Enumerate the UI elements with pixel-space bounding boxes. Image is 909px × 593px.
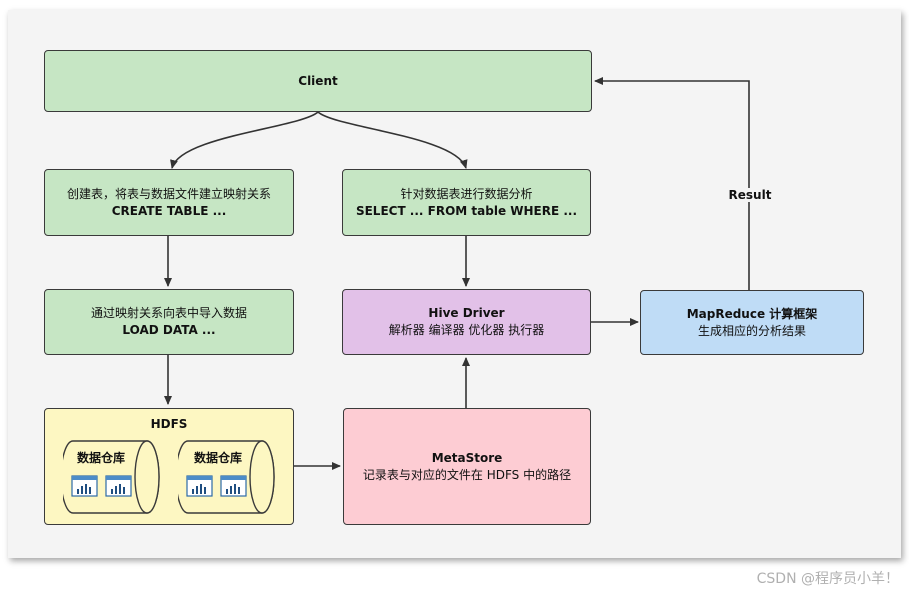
cylinder-icon	[63, 440, 160, 514]
edge-result-to-client	[594, 77, 750, 290]
hive-driver-node: Hive Driver 解析器 编译器 优化器 执行器	[342, 289, 591, 355]
load-data-sql: LOAD DATA ...	[122, 323, 216, 337]
hdfs-node: HDFS 数据仓库	[44, 408, 294, 525]
chart-document-icon	[220, 475, 247, 497]
cylinder-icon	[178, 440, 275, 514]
mapreduce-desc: 生成相应的分析结果	[697, 323, 806, 338]
client-label: Client	[298, 73, 338, 88]
metastore-node: MetaStore 记录表与对应的文件在 HDFS 中的路径	[343, 408, 591, 525]
chart-document-icon	[186, 475, 213, 497]
create-table-desc: 创建表，将表与数据文件建立映射关系	[66, 186, 271, 201]
chart-document-icon	[105, 475, 132, 497]
result-label: Result	[728, 188, 772, 202]
warehouse-label-1: 数据仓库	[77, 451, 126, 465]
hdfs-title: HDFS	[150, 417, 188, 431]
mapreduce-node: MapReduce 计算框架 生成相应的分析结果	[640, 290, 864, 355]
hive-driver-components: 解析器 编译器 优化器 执行器	[388, 323, 545, 337]
load-data-node: 通过映射关系向表中导入数据 LOAD DATA ...	[44, 289, 294, 355]
metastore-title: MetaStore	[431, 450, 503, 465]
create-table-node: 创建表，将表与数据文件建立映射关系 CREATE TABLE ...	[44, 169, 294, 236]
mapreduce-title: MapReduce 计算框架	[686, 306, 818, 321]
warehouse-label-2: 数据仓库	[194, 451, 243, 465]
chart-document-icon	[71, 475, 98, 497]
client-node: Client	[44, 50, 592, 112]
hive-driver-title: Hive Driver	[428, 306, 505, 320]
load-data-desc: 通过映射关系向表中导入数据	[90, 306, 247, 320]
select-desc: 针对数据表进行数据分析	[400, 186, 533, 201]
watermark: CSDN @程序员小羊！	[756, 571, 899, 587]
metastore-desc: 记录表与对应的文件在 HDFS 中的路径	[362, 467, 572, 482]
select-node: 针对数据表进行数据分析 SELECT ... FROM table WHERE …	[342, 169, 591, 236]
create-table-sql: CREATE TABLE ...	[111, 203, 227, 218]
edge-client-to-select	[317, 111, 468, 169]
select-sql: SELECT ... FROM table WHERE ...	[355, 203, 578, 218]
edge-client-to-create-table	[170, 111, 319, 169]
